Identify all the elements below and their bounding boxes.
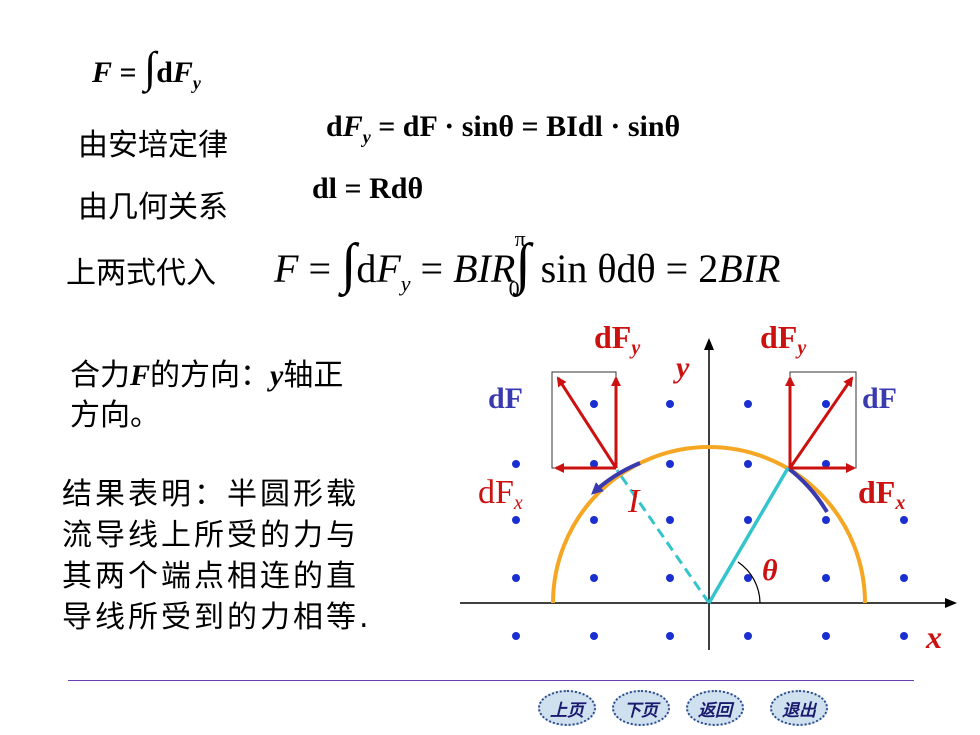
- label-current: I: [627, 483, 641, 520]
- label-angle: θ: [762, 554, 778, 587]
- label-axis-y: y: [673, 351, 690, 384]
- label-dFy-right: dFy: [760, 319, 806, 359]
- equation-ampere: dFy = dF · sinθ = BIdl · sinθ: [326, 110, 681, 147]
- radius-solid: [707, 467, 790, 604]
- semicircle-wire: [551, 445, 867, 604]
- label-ampere-law: 由安培定律: [78, 128, 228, 163]
- direction-text: 合力F的方向：y轴正 方向。: [70, 358, 344, 433]
- label-substitute: 上两式代入: [66, 256, 216, 291]
- angle-arc: [737, 561, 761, 604]
- exit-button[interactable]: 退出: [770, 690, 828, 726]
- next-page-button[interactable]: 下页: [612, 690, 670, 726]
- prev-page-button[interactable]: 上页: [538, 690, 596, 726]
- back-button[interactable]: 返回: [686, 690, 744, 726]
- label-geometry: 由几何关系: [78, 190, 228, 225]
- magnetic-field-dots: [512, 400, 908, 640]
- arrow-dF-left: [556, 376, 618, 469]
- result-text: 结果表明：半圆形载 流导线上所受的力与 其两个端点相连的直 导线所受到的力相等.: [62, 477, 372, 635]
- label-dFx-right: dFx: [858, 474, 905, 514]
- footer-divider: [68, 680, 914, 681]
- current-arc-right: [786, 466, 829, 514]
- arrow-dF-right: [788, 376, 854, 469]
- label-dFx-left: dFx: [478, 474, 523, 514]
- label-dF-left: dF: [488, 382, 523, 415]
- label-dFy-left: dFy: [594, 319, 640, 359]
- radius-dashed: [615, 469, 711, 604]
- current-arc-left: [591, 461, 641, 495]
- equation-total-force: F = ∫dFy: [92, 43, 201, 93]
- equation-geometry: dl = Rdθ: [312, 172, 424, 205]
- label-dF-right: dF: [862, 382, 897, 415]
- equation-result: F = ∫dFy = BIR∫ π 0 sin θdθ = 2BIR: [274, 226, 781, 301]
- label-axis-x: x: [925, 619, 942, 655]
